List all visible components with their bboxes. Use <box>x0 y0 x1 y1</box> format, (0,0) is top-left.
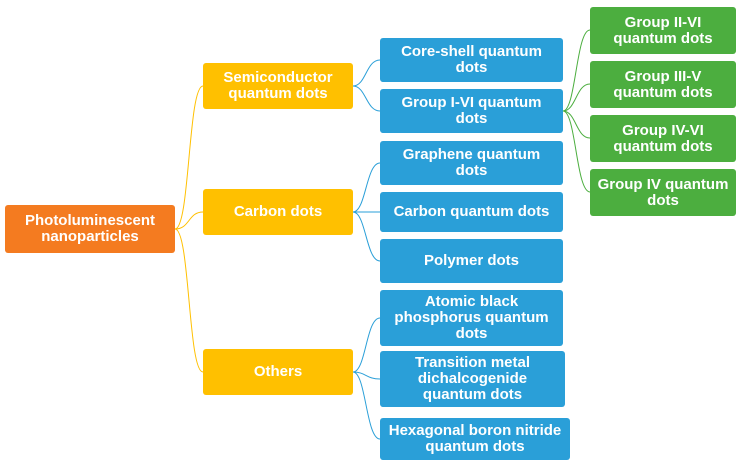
node-graphene-quantum-dots: Graphene quantum dots <box>380 141 563 185</box>
node-polymer-dots: Polymer dots <box>380 239 563 283</box>
connector-others-hbn <box>352 371 381 440</box>
node-transition-metal-dichalcogenide-quantum-dots: Transition metal dichalcogenide quantum … <box>380 351 565 407</box>
node-group-iv-vi-quantum-dots: Group IV-VI quantum dots <box>590 115 736 162</box>
node-group-iii-v-quantum-dots: Group III-V quantum dots <box>590 61 736 108</box>
connector-semiconductor-coreshell <box>352 59 381 87</box>
node-carbon-quantum-dots: Carbon quantum dots <box>380 192 563 232</box>
connector-groupivi-iivi <box>562 29 591 112</box>
connector-groupivi-ivvi <box>562 110 591 139</box>
node-group-ii-vi-quantum-dots: Group II-VI quantum dots <box>590 7 736 54</box>
category-others: Others <box>203 349 353 395</box>
connector-carbon-graphene <box>352 162 381 213</box>
connector-others-tmd <box>352 371 381 380</box>
category-semiconductor-quantum-dots: Semiconductor quantum dots <box>203 63 353 109</box>
connector-root-carbon <box>174 211 204 230</box>
connector-root-semiconductor <box>174 85 204 230</box>
node-group-i-vi-quantum-dots: Group I-VI quantum dots <box>380 89 563 133</box>
connector-root-others <box>174 228 204 373</box>
connector-carbon-polymer <box>352 211 381 262</box>
category-carbon-dots: Carbon dots <box>203 189 353 235</box>
node-hexagonal-boron-nitride-quantum-dots: Hexagonal boron nitride quantum dots <box>380 418 570 460</box>
connector-groupivi-iiiv <box>562 83 591 112</box>
connector-others-bp <box>352 317 381 373</box>
node-group-iv-quantum-dots: Group IV quantum dots <box>590 169 736 216</box>
connector-semiconductor-groupivi <box>352 85 381 112</box>
node-core-shell-quantum-dots: Core-shell quantum dots <box>380 38 563 82</box>
connector-groupivi-iv <box>562 110 591 193</box>
node-atomic-black-phosphorus-quantum-dots: Atomic black phosphorus quantum dots <box>380 290 563 346</box>
root-node: Photoluminescent nanoparticles <box>5 205 175 253</box>
